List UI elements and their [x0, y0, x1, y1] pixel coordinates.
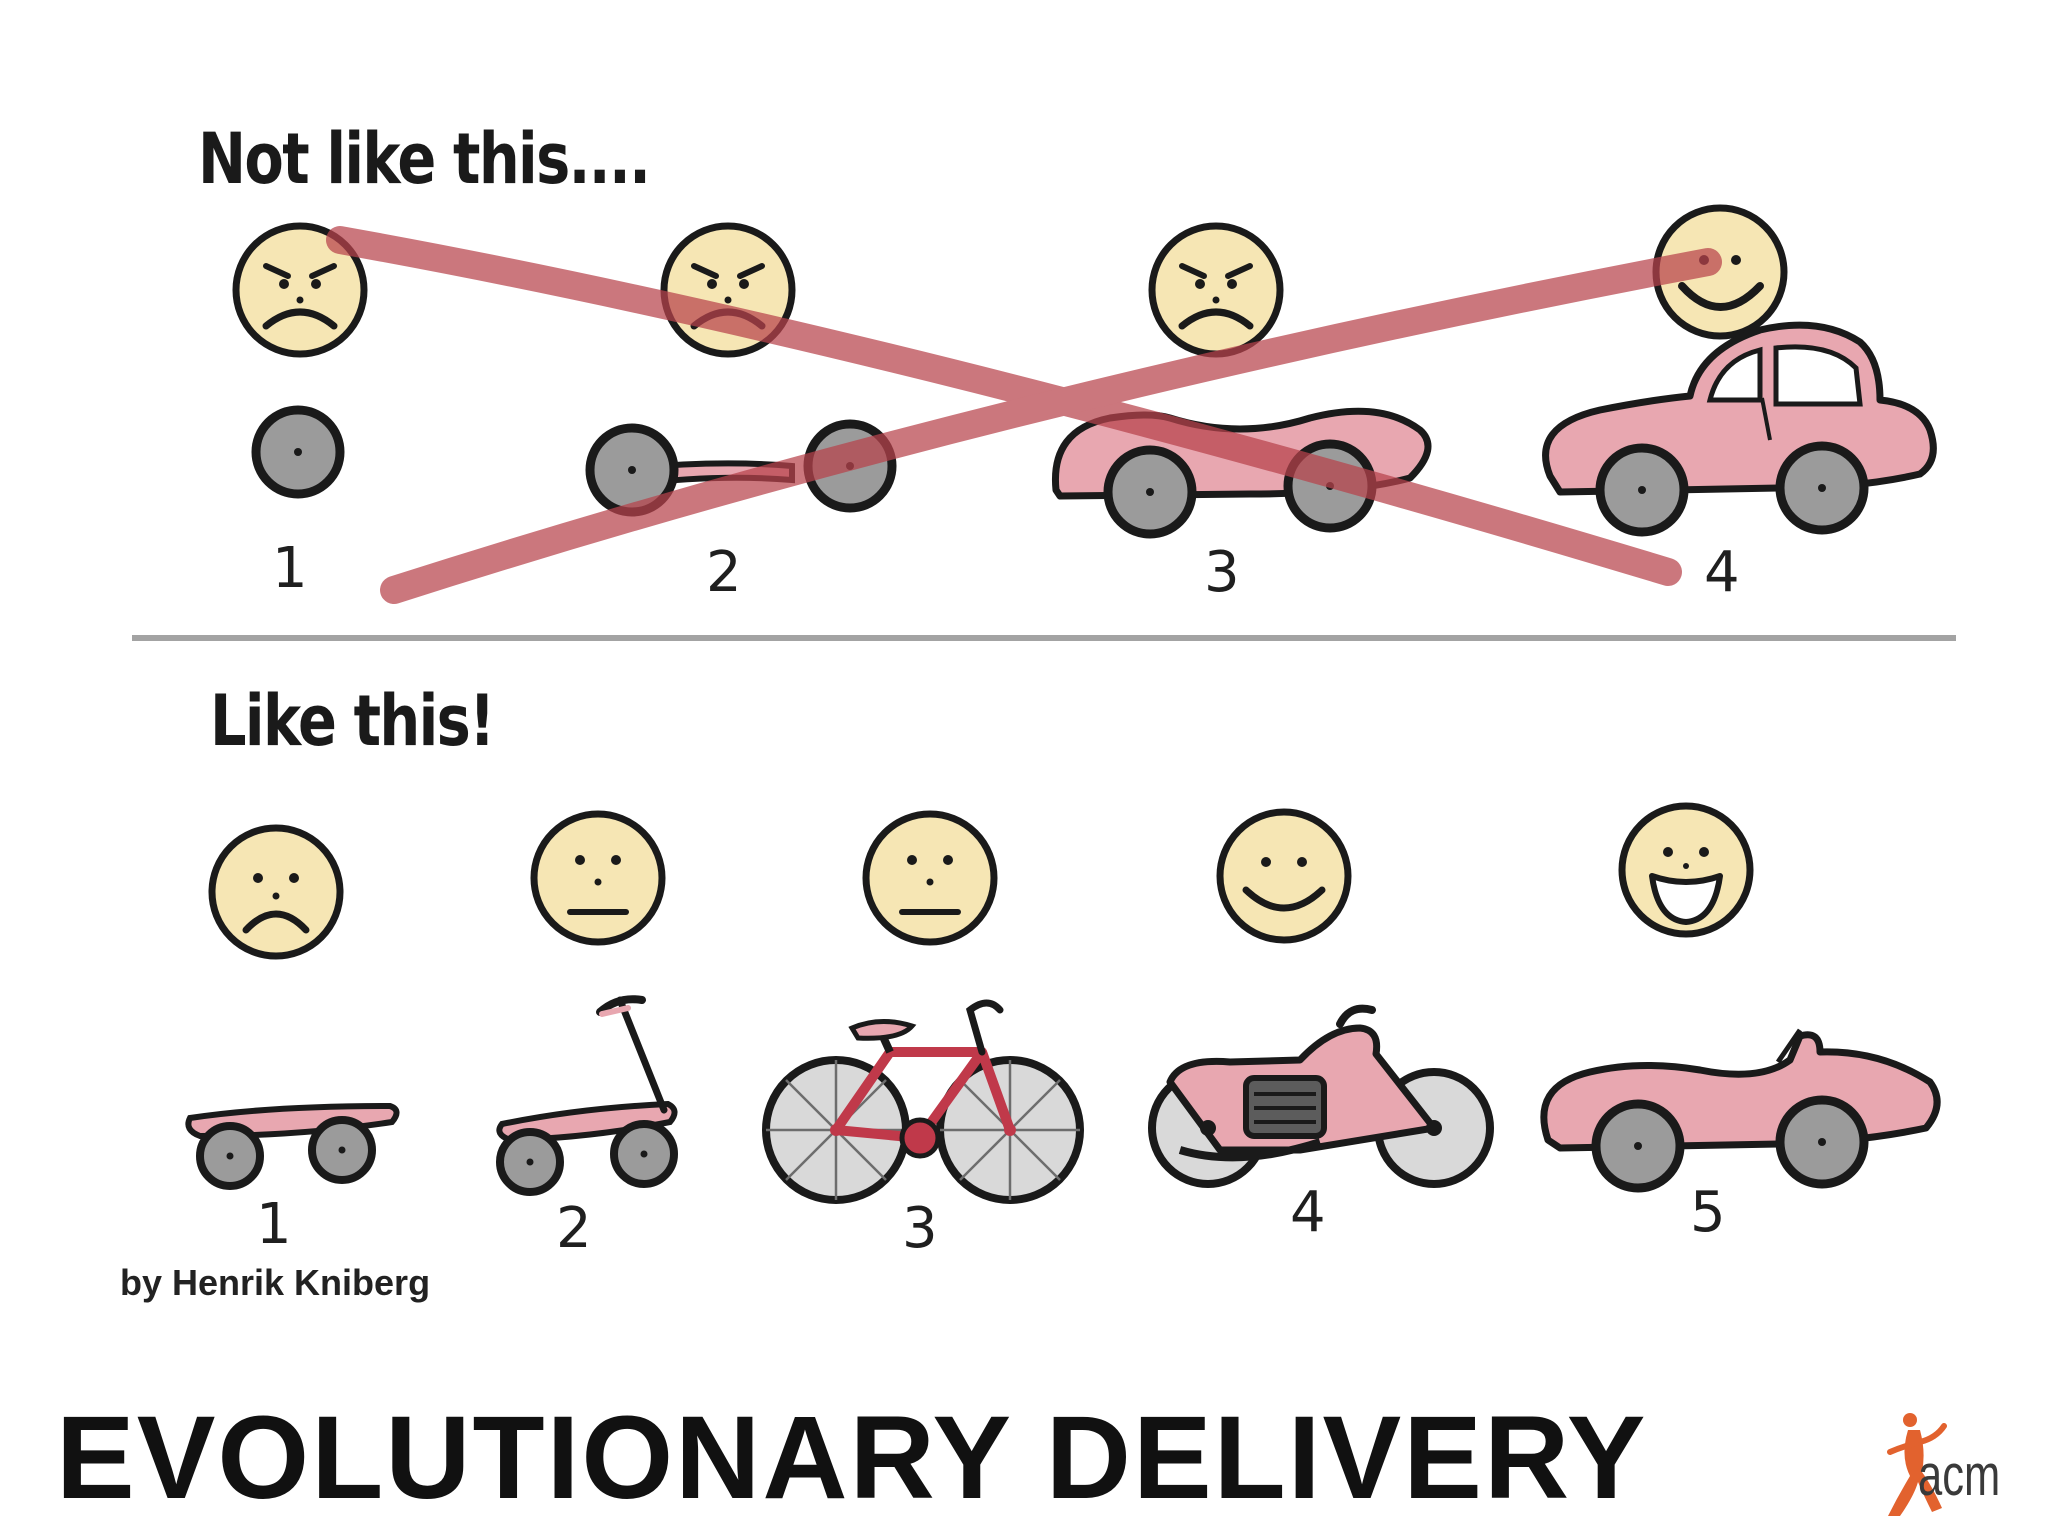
single-wheel	[256, 410, 340, 494]
skateboard	[185, 1102, 400, 1186]
angry-face-1	[236, 226, 364, 354]
full-car	[1542, 321, 1937, 532]
smiling-face	[1220, 812, 1348, 940]
right-step-number-2: 2	[556, 1196, 592, 1261]
right-step-number-4: 4	[1290, 1180, 1326, 1245]
wrong-step-number-3: 3	[1204, 540, 1240, 605]
angry-face-3	[1152, 226, 1280, 354]
convertible-car	[1540, 1028, 1941, 1188]
sad-face	[212, 828, 340, 956]
right-step-number-3: 3	[902, 1196, 938, 1261]
slide-title: EVOLUTIONARY DELIVERY	[56, 1392, 1648, 1524]
scooter	[499, 995, 674, 1192]
neutral-face-2	[866, 814, 994, 942]
wrong-step-number-4: 4	[1704, 540, 1740, 605]
cross-out-mark	[326, 226, 1722, 604]
bicycle	[762, 999, 1084, 1204]
wrong-step-number-1: 1	[272, 536, 308, 601]
right-step-number-1: 1	[256, 1192, 292, 1257]
heading-like-this: Like this!	[210, 680, 495, 762]
very-happy-face	[1622, 806, 1750, 934]
motorcycle	[1148, 1004, 1494, 1188]
neutral-face-1	[534, 814, 662, 942]
acm-logo-text: acm	[1918, 1443, 2001, 1508]
wrong-step-number-2: 2	[706, 540, 742, 605]
author-credit: by Henrik Kniberg	[120, 1262, 431, 1303]
acm-logo-figure	[1887, 1413, 1947, 1516]
right-step-number-5: 5	[1690, 1180, 1726, 1245]
heading-not-like-this: Not like this....	[198, 118, 651, 200]
